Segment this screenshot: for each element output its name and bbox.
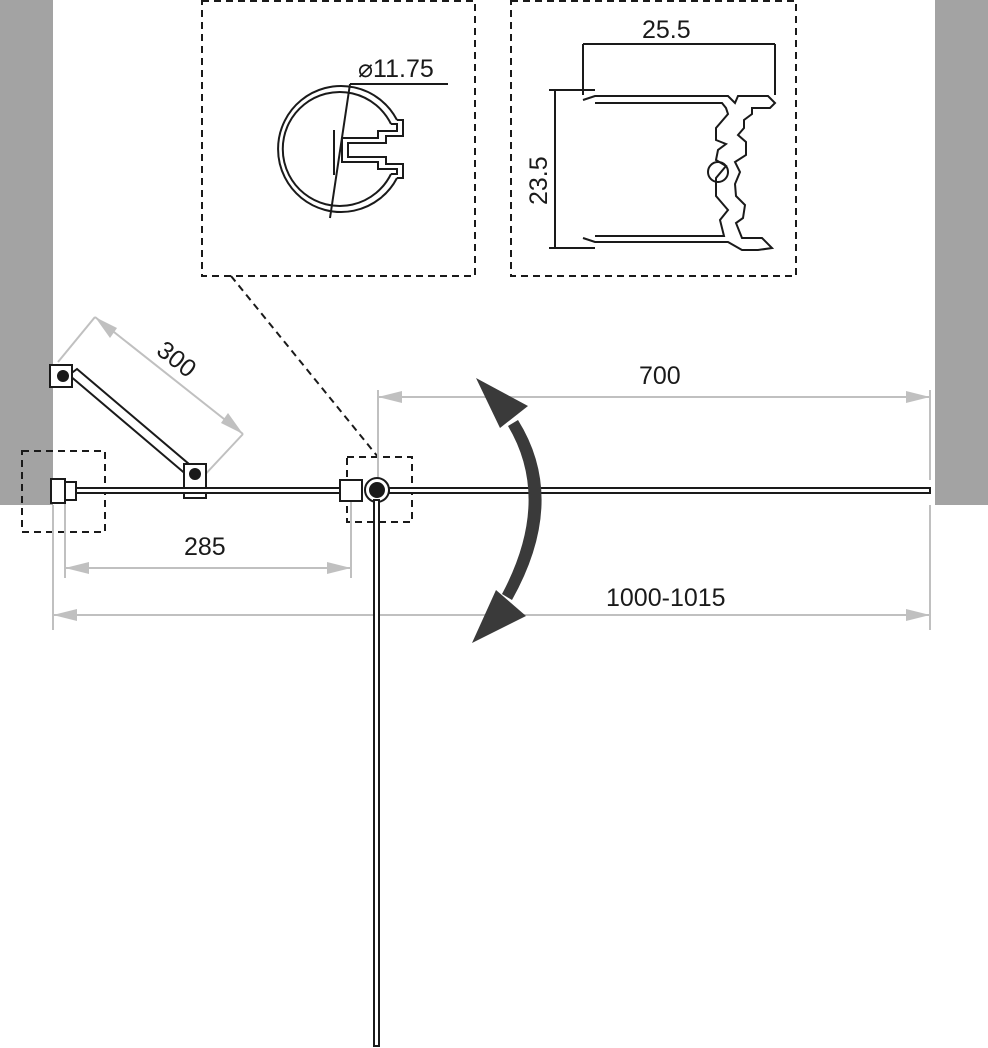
door-panel-open: [373, 499, 380, 1047]
wall-profile-detail-box: [510, 0, 797, 277]
right-wall: [935, 0, 988, 505]
detail-leader-line: [230, 275, 379, 458]
overall-width-label: 1000-1015: [606, 584, 726, 612]
hinge-profile-detail: [277, 83, 448, 219]
door-panel-closed: [388, 487, 931, 494]
left-wall: [0, 0, 53, 505]
hinge-diameter-label: ⌀11.75: [358, 55, 434, 83]
support-bar-length-label: 300: [151, 336, 201, 384]
wall-profile-width-label: 25.5: [642, 16, 691, 44]
wall-profile-depth-label: 23.5: [525, 156, 553, 205]
hinge: [364, 477, 390, 503]
wall-profile-detail: [549, 43, 777, 251]
hinge-detail-box: [201, 0, 476, 277]
double-arrow-icon: [472, 378, 542, 643]
fixed-glass-panel: [50, 478, 363, 504]
door-width-label: 700: [639, 362, 681, 390]
support-bar: [49, 364, 207, 499]
fixed-panel-width-label: 285: [184, 533, 226, 561]
